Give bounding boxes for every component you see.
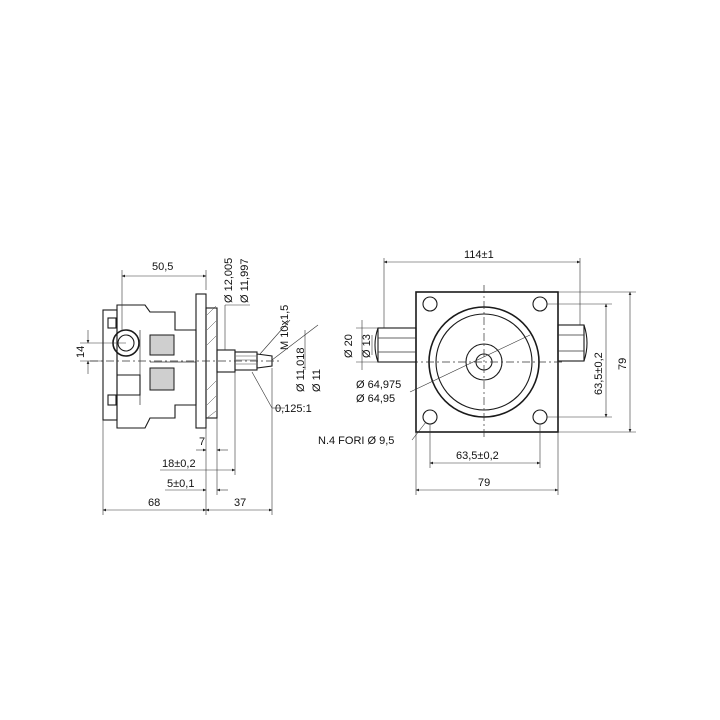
shaft-diameter-callout: Ø 12,005 Ø 11,997 [223,258,251,350]
port-diameter-callout: Ø 20 Ø 13 [343,320,378,370]
dia-13-label: Ø 13 [361,334,373,358]
taper-callout: 0,125:1 [251,371,312,415]
flange-diameter-callout: Ø 64,975 Ø 64,95 [356,334,531,405]
dia-flange-min-label: Ø 64,95 [356,393,395,405]
side-bottom-dims: 7 18±0,2 5±0,1 68 37 [102,368,273,515]
side-view: 50,5 14 Ø 12,005 Ø 11,997 M 10x1,5 Ø 11,… [75,258,323,515]
dia-shaft-min-label: Ø 11,997 [239,259,251,303]
dim-68-label: 68 [148,497,160,509]
dim-50-5-label: 50,5 [152,261,173,273]
right-hose-port [557,324,588,362]
dim-bottom-inner-label: 63,5±0,2 [456,450,499,462]
front-right-dims: 63,5±0,2 79 [547,291,636,433]
corner-hole [422,296,438,312]
dim-right-outer-label: 79 [617,358,629,370]
pilot-diameter-callout: Ø 11,018 Ø 11 [271,324,323,392]
dim-114: 114±1 [383,249,581,328]
corner-hole [422,409,438,425]
dia-flange-max-label: Ø 64,975 [356,379,401,391]
dim-5-label: 5±0,1 [167,478,194,490]
corner-hole [532,296,548,312]
holes-label: N.4 FORI Ø 9,5 [318,435,394,447]
dia-pilot-max-label: Ø 11,018 [295,348,307,392]
dim-114-label: 114±1 [464,249,494,261]
dia-20-label: Ø 20 [343,334,355,358]
holes-callout: N.4 FORI Ø 9,5 [318,421,427,447]
taper-label: 0,125:1 [275,403,312,415]
dim-14: 14 [75,330,126,374]
dim-14-label: 14 [75,346,87,358]
thread-label: M 10x1,5 [279,305,291,350]
corner-hole [532,409,548,425]
dim-bottom-outer-label: 79 [478,477,490,489]
pump-body [102,304,197,429]
dim-7-label: 7 [199,436,205,448]
dim-37-label: 37 [234,497,246,509]
pump-shaft [90,349,280,373]
front-view: 114±1 Ø 20 Ø 13 Ø 64,975 Ø 64,95 N.4 FOR… [318,249,636,495]
left-hose-port [374,327,417,363]
front-bottom-dims: 63,5±0,2 79 [415,424,559,495]
dia-shaft-max-label: Ø 12,005 [223,258,235,303]
dia-pilot-min-label: Ø 11 [311,369,323,392]
dim-50-5: 50,5 [121,261,207,330]
dim-right-inner-label: 63,5±0,2 [593,352,605,395]
dim-18-label: 18±0,2 [162,458,196,470]
thread-callout: M 10x1,5 [259,305,291,355]
